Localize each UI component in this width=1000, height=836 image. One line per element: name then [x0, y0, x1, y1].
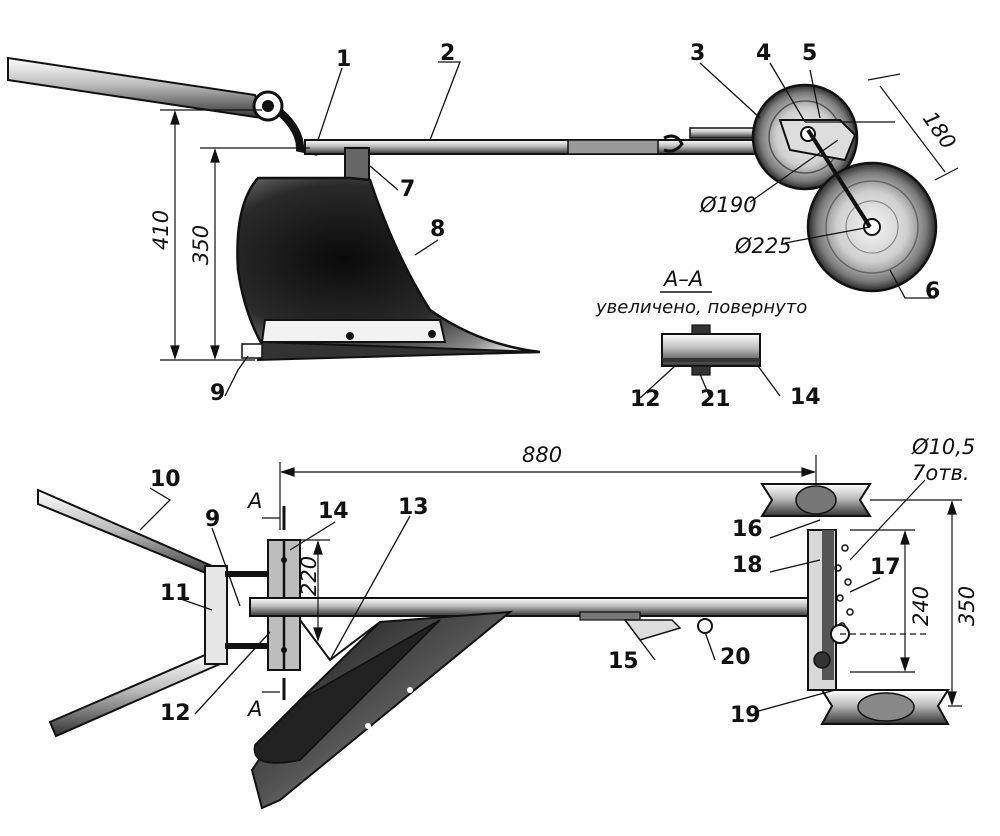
label-part-11: 11: [160, 581, 191, 606]
label-part-2: 2: [440, 41, 455, 66]
dim-hole-count: 7отв.: [912, 461, 970, 485]
plan-view: [37, 455, 962, 810]
dim-350-plan: 350: [955, 586, 979, 626]
label-part-17: 17: [870, 555, 901, 580]
label-part-16: 16: [732, 517, 763, 542]
label-part-15: 15: [608, 649, 639, 674]
dim-220: 220: [297, 556, 321, 596]
dim-180: 180: [918, 107, 961, 154]
dim-lines-side: [160, 73, 959, 361]
section-a-a: [639, 291, 781, 399]
label-part-12-plan: 12: [160, 701, 191, 726]
main-beam-plan: [249, 597, 816, 641]
bottom-wheel-plan: [820, 689, 950, 725]
label-part-10: 10: [150, 467, 181, 492]
handles-plan: [37, 488, 278, 738]
dim-hole-diameter: Ø10,5: [911, 435, 975, 459]
label-part-12-section: 12: [630, 387, 661, 412]
label-part-13: 13: [398, 495, 429, 520]
mouldboard-plan: [250, 610, 514, 810]
dim-240: 240: [909, 586, 933, 626]
dim-880: 880: [522, 443, 562, 467]
section-tube: [661, 324, 761, 376]
side-view: [7, 56, 959, 397]
label-part-7: 7: [400, 177, 415, 202]
label-part-18: 18: [732, 553, 763, 578]
label-part-14-section: 14: [790, 385, 821, 410]
section-note: увеличено, повернуто: [595, 297, 807, 318]
rear-wheel-large: [806, 128, 938, 293]
cut-a-top: А: [246, 489, 262, 513]
label-part-19: 19: [730, 703, 761, 728]
label-part-5: 5: [802, 41, 817, 66]
leaders-side: [224, 61, 935, 397]
label-part-9: 9: [210, 381, 225, 406]
dim-350-side: 350: [189, 225, 213, 265]
handle-bar: [7, 56, 319, 156]
main-beam: [304, 127, 811, 155]
label-part-21: 21: [700, 387, 731, 412]
label-part-14-plan: 14: [318, 499, 349, 524]
label-part-4: 4: [756, 41, 771, 66]
leaders-plan: [139, 487, 881, 715]
dim-d225: Ø225: [734, 234, 792, 258]
label-part-3: 3: [690, 41, 705, 66]
cut-a-bottom: А: [246, 697, 262, 721]
label-part-1: 1: [336, 47, 351, 72]
section-title: А–А: [662, 267, 703, 291]
wheel-bracket-plan: [807, 529, 854, 691]
top-wheel-plan: [760, 483, 872, 517]
dim-d190: Ø190: [699, 193, 757, 217]
mouldboard: [236, 176, 541, 360]
dim-lines-plan: [262, 455, 962, 707]
label-part-8: 8: [430, 217, 445, 242]
label-part-6: 6: [925, 279, 940, 304]
dim-410: 410: [149, 210, 173, 250]
landside: [241, 319, 541, 362]
label-part-9-plan: 9: [205, 507, 220, 532]
label-part-20: 20: [720, 645, 751, 670]
